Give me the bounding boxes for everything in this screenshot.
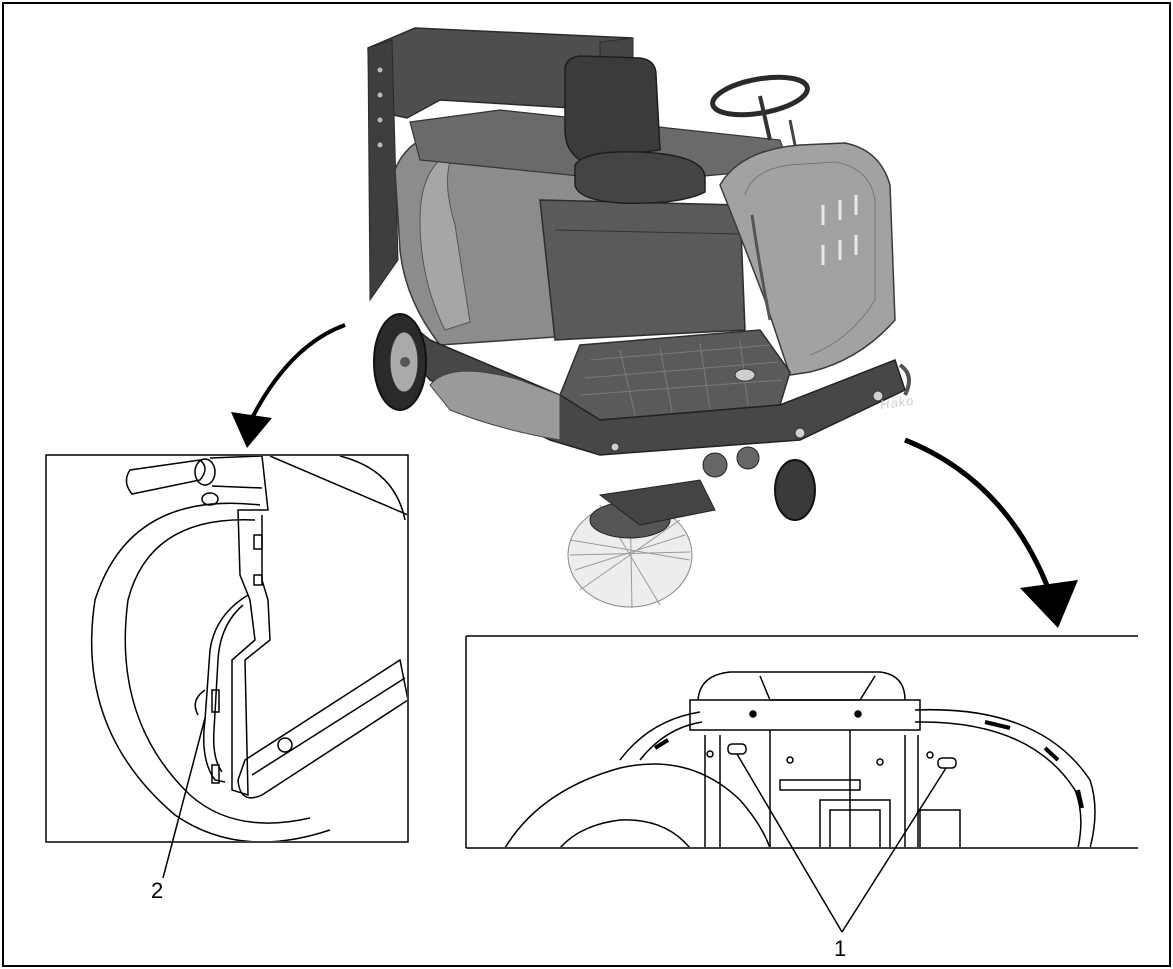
arrow-to-right-detail [904,437,1078,628]
leader-line-1a [736,753,843,933]
arrow-to-left-detail [231,323,346,448]
left-detail-panel [45,454,409,879]
callout-label-1: 1 [834,936,847,961]
sweeper-machine [367,27,911,609]
front-cover [719,142,896,376]
seat [564,55,661,161]
right-detail-panel [465,635,1138,933]
leader-line-1b [841,767,947,933]
callout-label-2: 2 [151,878,164,903]
leader-line-2 [162,717,206,879]
side-brush [567,479,716,609]
